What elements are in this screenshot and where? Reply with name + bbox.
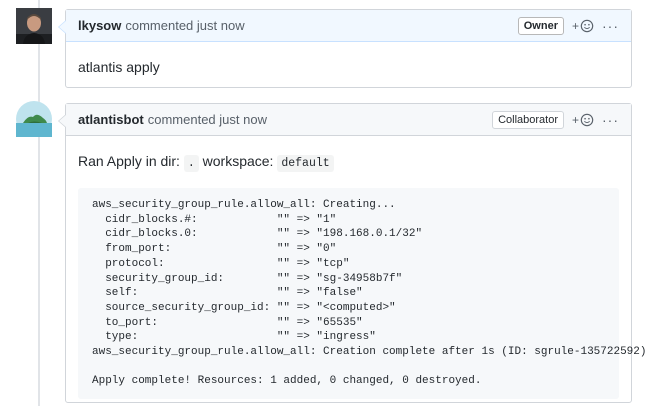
output-line: protocol: "" => "tcp" [92, 257, 350, 270]
plus-icon: + [571, 18, 579, 33]
atlantis-logo-icon [16, 101, 52, 137]
output-line: self: "" => "false" [92, 287, 363, 300]
comment-author[interactable]: atlantisbot [78, 112, 144, 127]
dir-code: . [183, 155, 199, 172]
comment-timestamp[interactable]: commented just now [125, 18, 245, 33]
workspace-code: default [277, 155, 334, 172]
comment-header: atlantisbot commented just now Collabora… [58, 104, 631, 136]
comment-text: atlantis apply [78, 59, 160, 75]
output-line: cidr_blocks.#: "" => "1" [92, 213, 337, 226]
output-line: type: "" => "ingress" [92, 331, 376, 344]
smiley-icon [580, 113, 594, 126]
output-line: from_port: "" => "0" [92, 243, 337, 256]
comment-body: Ran Apply in dir: . workspace: default a… [66, 136, 647, 414]
more-options-button[interactable]: ··· [602, 17, 619, 34]
comment-timestamp[interactable]: commented just now [147, 112, 267, 127]
output-line: cidr_blocks.0: "" => "198.168.0.1/32" [92, 228, 423, 241]
output-line: aws_security_group_rule.allow_all: Creat… [92, 346, 647, 359]
comment-atlantisbot: atlantisbot commented just now Collabora… [58, 103, 647, 403]
avatar-lkysow[interactable] [16, 8, 52, 44]
output-line: aws_security_group_rule.allow_all: Creat… [92, 199, 396, 211]
role-badge: Owner [517, 16, 564, 35]
output-line: Apply complete! Resources: 1 added, 0 ch… [92, 375, 482, 388]
plus-icon: + [571, 112, 579, 127]
timeline-line [38, 0, 40, 406]
header-arrow [58, 20, 66, 34]
comment-lkysow: lkysow commented just now Owner + ··· at… [58, 9, 632, 88]
comment-body: atlantis apply [66, 42, 631, 92]
apply-intro: Ran Apply in dir: [78, 153, 180, 169]
apply-output-block: aws_security_group_rule.allow_all: Creat… [78, 188, 647, 400]
workspace-label: workspace: [202, 153, 274, 169]
avatar-image [16, 8, 52, 44]
smiley-icon [580, 19, 594, 32]
add-reaction-button[interactable]: + [572, 19, 594, 33]
comment-author[interactable]: lkysow [78, 18, 122, 33]
output-line: source_security_group_id: "" => "<comput… [92, 301, 396, 314]
comment-header: lkysow commented just now Owner + ··· [58, 10, 631, 42]
output-line: security_group_id: "" => "sg-34958b7f" [92, 272, 403, 285]
apply-summary: Ran Apply in dir: . workspace: default [78, 151, 619, 174]
add-reaction-button[interactable]: + [572, 113, 594, 127]
output-line: to_port: "" => "65535" [92, 316, 363, 329]
avatar-atlantisbot[interactable] [16, 101, 52, 137]
role-badge: Collaborator [492, 110, 564, 129]
more-options-button[interactable]: ··· [602, 111, 619, 128]
header-arrow [58, 114, 66, 128]
